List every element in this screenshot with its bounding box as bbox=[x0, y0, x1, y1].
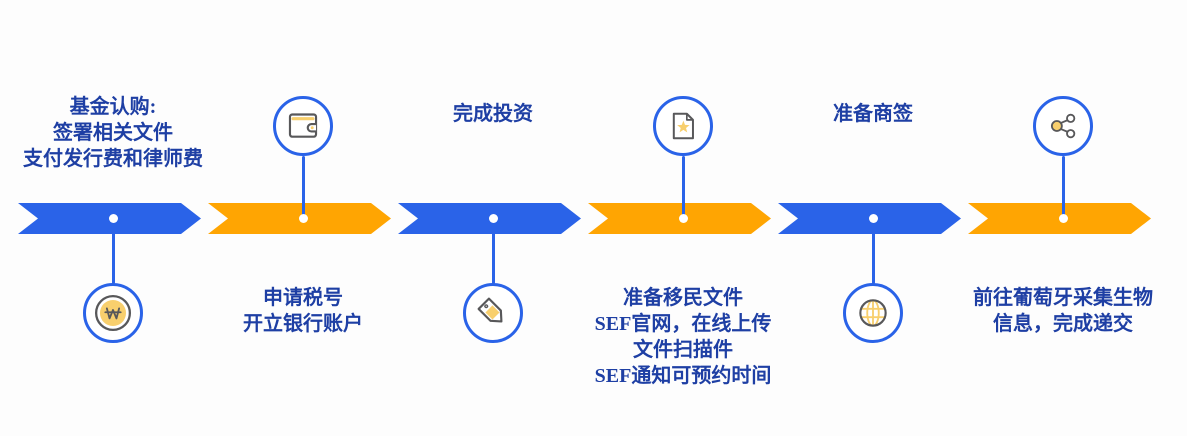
milestone-dot bbox=[678, 214, 688, 223]
step-label-2: 申请税号开立银行账户 bbox=[183, 285, 423, 337]
connector-line bbox=[871, 218, 875, 284]
step-label-3: 完成投资 bbox=[373, 101, 613, 127]
step-label-1: 基金认购: 签署相关文件支付发行费和律师费 bbox=[0, 94, 233, 172]
connector-line bbox=[1061, 156, 1065, 219]
label-line: SEF官网，在线上传 bbox=[594, 313, 772, 335]
milestone-dot bbox=[1058, 214, 1068, 223]
timeline-step-3: 完成投资 bbox=[398, 0, 588, 436]
label-line: 开立银行账户 bbox=[243, 313, 363, 335]
label-line: 准备移民文件 bbox=[623, 287, 743, 309]
timeline-step-2: 申请税号开立银行账户 bbox=[208, 0, 398, 436]
timeline-step-1: 基金认购: 签署相关文件支付发行费和律师费 bbox=[18, 0, 208, 436]
label-line: 文件扫描件 bbox=[633, 339, 733, 361]
label-line: 基金认购: bbox=[69, 96, 157, 118]
label-line: 准备商签 bbox=[833, 103, 913, 125]
milestone-dot bbox=[868, 214, 878, 223]
connector-line bbox=[111, 218, 115, 284]
tag-icon bbox=[463, 283, 523, 343]
coin-icon bbox=[83, 283, 143, 343]
step-label-6: 前往葡萄牙采集生物信息，完成递交 bbox=[943, 285, 1183, 337]
label-line: 前往葡萄牙采集生物 bbox=[973, 287, 1153, 309]
label-line: 签署相关文件 bbox=[53, 122, 173, 144]
globe-icon bbox=[843, 283, 903, 343]
label-line: 申请税号 bbox=[263, 287, 343, 309]
label-line: 完成投资 bbox=[453, 103, 533, 125]
wallet-icon bbox=[273, 96, 333, 156]
timeline-step-5: 准备商签 bbox=[778, 0, 968, 436]
connector-line bbox=[681, 156, 685, 219]
connector-line bbox=[491, 218, 495, 284]
milestone-dot bbox=[488, 214, 498, 223]
timeline-step-4: 准备移民文件 SEF官网，在线上传文件扫描件 SEF通知可预约时间 bbox=[588, 0, 778, 436]
connector-line bbox=[301, 156, 305, 219]
timeline-step-6: 前往葡萄牙采集生物信息，完成递交 bbox=[968, 0, 1158, 436]
label-line: 支付发行费和律师费 bbox=[23, 148, 203, 170]
step-label-5: 准备商签 bbox=[753, 101, 993, 127]
milestone-dot bbox=[298, 214, 308, 223]
label-line: 信息，完成递交 bbox=[993, 313, 1133, 335]
label-line: SEF通知可预约时间 bbox=[594, 365, 772, 387]
document-star-icon bbox=[653, 96, 713, 156]
milestone-dot bbox=[108, 214, 118, 223]
step-label-4: 准备移民文件 SEF官网，在线上传文件扫描件 SEF通知可预约时间 bbox=[563, 285, 803, 389]
share-icon bbox=[1033, 96, 1093, 156]
